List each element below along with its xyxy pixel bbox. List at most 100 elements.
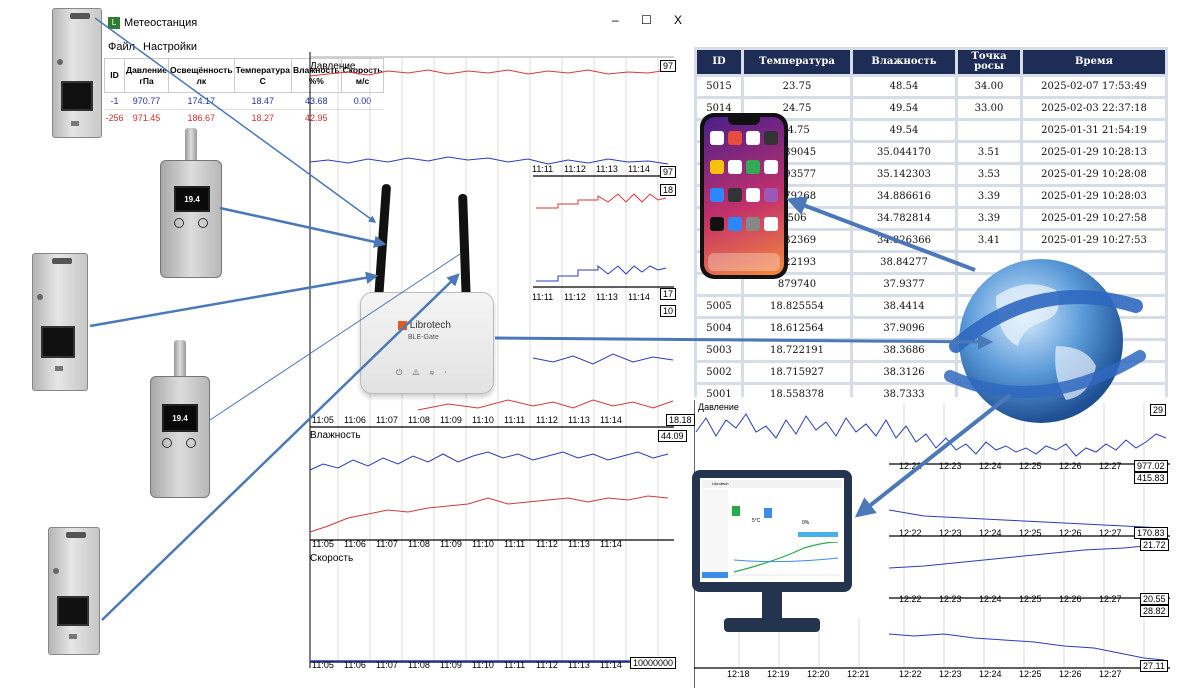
time-axis-1: 11:05 11:06 11:07 11:08 11:09 11:10 11:1… <box>312 415 622 425</box>
dashboard-title: Librotech <box>702 480 842 488</box>
db-cell: 18.612564 <box>744 319 850 338</box>
right-series-4 <box>888 633 1165 661</box>
db-cell: 18.722191 <box>744 341 850 360</box>
sensor-reading: 19.4 <box>184 195 200 204</box>
right-time-axis-d: 12:18 12:19 12:20 12:21 12:22 12:23 12:2… <box>727 669 1122 679</box>
tick-label: 11:06 <box>344 660 366 668</box>
tick-label: 12:26 <box>1059 594 1082 604</box>
dashboard-screen: Librotech 5°C 0% <box>700 478 844 582</box>
col-pressure: Давление гПа <box>124 58 170 93</box>
menu-settings[interactable]: Настройки <box>143 41 197 53</box>
db-col-temperature: Температура <box>744 50 850 74</box>
tick-label: 11:13 <box>596 164 618 174</box>
cell: 18.27 <box>251 113 275 123</box>
db-cell <box>958 121 1020 140</box>
db-cell: 48.54 <box>853 77 955 96</box>
value-box: 415.83 <box>1134 472 1168 484</box>
db-cell: 35.044170 <box>853 143 955 162</box>
menu-bar: Файл Настройки <box>108 41 197 53</box>
red-step-series <box>536 193 667 209</box>
value-box: 10 <box>660 305 677 317</box>
right-pressure-series <box>695 413 1167 457</box>
sensor-table: ID Давление гПа Освещённость лк Температ… <box>103 58 385 127</box>
tick-label: 12:27 <box>1099 461 1122 471</box>
tick-label: 11:12 <box>536 539 558 549</box>
value-box: 27.11 <box>1140 660 1168 672</box>
value-box: 20.55 <box>1140 593 1169 605</box>
right-time-axis-a: 12:22 12:23 12:24 12:25 12:26 12:27 <box>899 461 1122 471</box>
tick-label: 11:05 <box>312 539 334 549</box>
db-col-id: ID <box>697 50 741 74</box>
status-icons: ⏻⚠≋· <box>396 368 457 377</box>
cell: 186.67 <box>187 113 216 123</box>
time-axis-2: 11:05 11:06 11:07 11:08 11:09 11:10 11:1… <box>312 539 622 549</box>
tick-label: 12:24 <box>979 669 1002 679</box>
gateway-model: BLE-Gate <box>408 334 439 341</box>
tick-label: 12:18 <box>727 669 750 679</box>
minimize-button[interactable]: – <box>612 13 619 27</box>
col-id: ID <box>103 58 126 93</box>
time-axis-partial-2: 11:11 11:12 11:13 11:14 <box>532 292 650 302</box>
tick-label: 11:07 <box>376 415 398 425</box>
humidity-red-series <box>309 495 669 533</box>
value-box: 18 <box>660 184 677 196</box>
time-axis-partial-1: 11:11 11:12 11:13 11:14 <box>532 164 650 174</box>
tick-label: 11:12 <box>564 164 586 174</box>
tick-label: 11:13 <box>596 292 618 302</box>
table-row[interactable]: -256 971.45 186.67 18.27 42.95 <box>105 110 384 127</box>
tick-label: 12:19 <box>767 669 790 679</box>
arrow-sensor1-gateway <box>94 17 377 223</box>
time-axis-3: 11:05 11:06 11:07 11:08 11:09 11:10 11:1… <box>312 660 622 668</box>
db-cell: 2025-02-07 17:53:49 <box>1023 77 1165 96</box>
right-charts: 12:22 12:23 12:24 12:25 12:26 12:27 12:2… <box>694 400 1170 688</box>
wall-sensor-3 <box>48 527 100 655</box>
db-cell: 2025-01-29 10:28:08 <box>1023 165 1165 184</box>
tick-label: 11:14 <box>600 539 622 549</box>
pressure-blue-series <box>309 156 669 165</box>
handheld-sensor-1: 19.4 <box>160 128 222 280</box>
tick-label: 12:25 <box>1019 594 1042 604</box>
cell: 18.47 <box>234 92 292 110</box>
tick-label: 12:22 <box>899 594 922 604</box>
tick-label: 11:12 <box>564 292 586 302</box>
col-temperature: Температура С <box>233 58 292 93</box>
tick-label: 11:11 <box>504 415 525 425</box>
tick-label: 11:14 <box>628 292 650 302</box>
tick-label: 11:07 <box>376 539 398 549</box>
arrow-sensor5-gateway <box>101 273 460 621</box>
db-cell: 5001 <box>697 385 741 397</box>
tick-label: 11:09 <box>440 660 462 668</box>
tick-label: 12:23 <box>939 461 962 471</box>
tick-label: 11:08 <box>408 660 430 668</box>
tick-label: 11:11 <box>504 539 525 549</box>
right-pressure-label: Давление <box>698 402 739 412</box>
tick-label: 11:14 <box>600 660 622 668</box>
db-col-dewpoint: Точка росы <box>958 50 1020 74</box>
cell: 43.68 <box>291 92 342 110</box>
humidity-label: Влажность <box>310 430 361 441</box>
db-cell: 2025-02-03 22:37:18 <box>1023 99 1165 118</box>
value-box: 170.83 <box>1134 527 1168 539</box>
right-series-3 <box>888 543 1165 569</box>
wall-sensor-1 <box>52 8 102 138</box>
db-cell: 34.00 <box>958 77 1020 96</box>
db-cell: 2025-01-29 10:27:53 <box>1023 231 1165 250</box>
menu-file[interactable]: Файл <box>108 41 136 53</box>
cell: 42.95 <box>304 113 328 123</box>
right-time-axis-c: 12:22 12:23 12:24 12:25 12:26 12:27 <box>899 594 1122 604</box>
tick-label: 11:06 <box>344 415 366 425</box>
humidity-blue-series <box>309 451 669 471</box>
table-row[interactable]: -1 970.77 174.17 18.47 43.68 0.00 <box>104 92 384 110</box>
arrow-sensor3-gateway <box>89 271 379 328</box>
tick-label: 12:22 <box>899 528 922 538</box>
db-cell: 34.782814 <box>853 209 955 228</box>
maximize-button[interactable]: ☐ <box>640 13 652 27</box>
tick-label: 11:10 <box>472 660 494 668</box>
close-button[interactable]: X <box>673 13 682 27</box>
tick-label: 11:07 <box>376 660 398 668</box>
